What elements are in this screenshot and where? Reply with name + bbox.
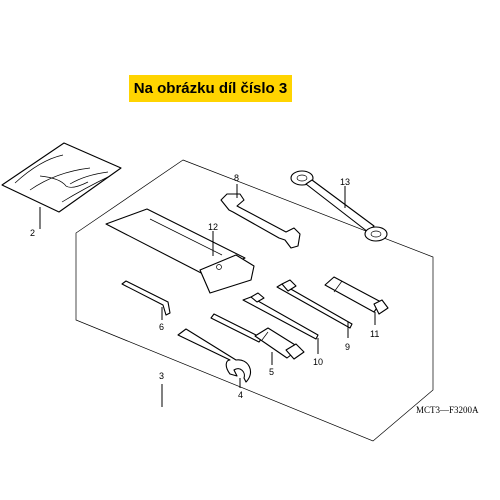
highlight-banner: Na obrázku díl číslo 3	[129, 75, 292, 102]
diagram-code: MCT3—F3200A	[416, 405, 479, 415]
part-label-9: 9	[345, 342, 350, 352]
open-end-wrench-illustration	[220, 193, 301, 249]
part-label-4: 4	[238, 390, 243, 400]
screwdriver-illustration	[276, 279, 353, 329]
pin-spanner-illustration	[177, 328, 251, 383]
screwdriver-grip-illustration	[210, 313, 305, 360]
plug-wrench-illustration	[324, 276, 389, 315]
part-label-6: 6	[159, 322, 164, 332]
part-label-12: 12	[208, 222, 218, 232]
part-label-13: 13	[340, 177, 350, 187]
tool-bag-illustration	[105, 208, 255, 294]
tool-set-outline	[75, 159, 434, 442]
part-label-11: 11	[370, 329, 379, 339]
part-label-3: 3	[159, 371, 164, 381]
part-label-5: 5	[269, 367, 274, 377]
part-label-10: 10	[313, 357, 323, 367]
plastic-bag-illustration	[1, 142, 122, 213]
part-label-2: 2	[30, 228, 35, 238]
part-label-8: 8	[234, 173, 239, 183]
hex-wrench-illustration	[121, 280, 171, 316]
screwdriver-bit-illustration	[242, 292, 319, 340]
ring-wrench-illustration	[290, 170, 388, 242]
